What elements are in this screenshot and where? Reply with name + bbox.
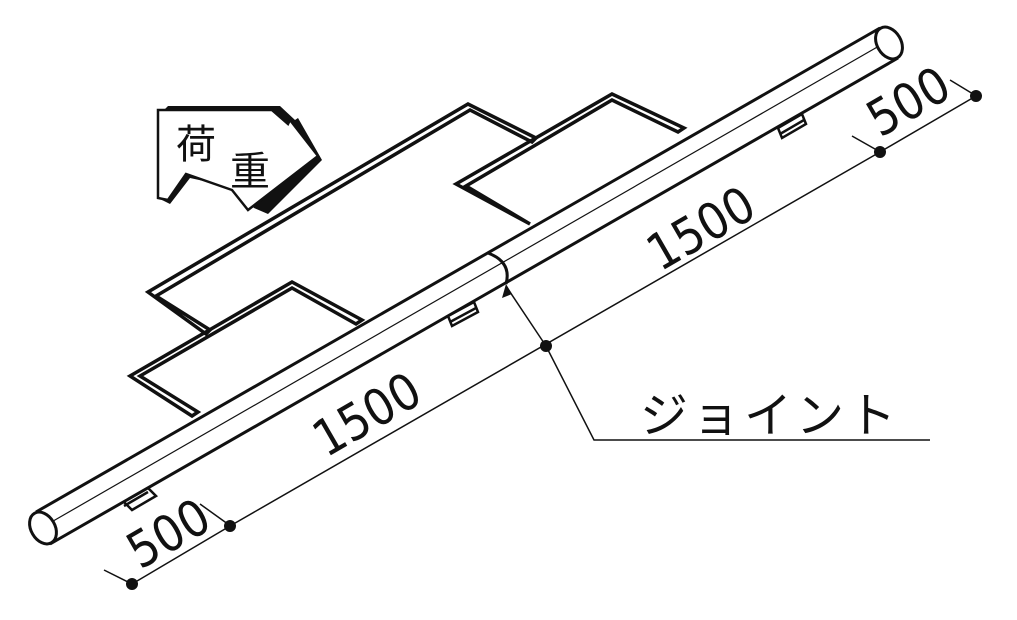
dimension-dots (126, 90, 982, 590)
upper-tread (126, 92, 688, 419)
dim-dot-right (874, 146, 886, 158)
dim-dot-left-end (126, 578, 138, 590)
joint-label: ジョイント (640, 388, 900, 444)
dim-dot-joint (540, 340, 552, 352)
load-arrow (156, 106, 322, 214)
joint-mark (487, 251, 509, 285)
joint-arrow-tip (502, 284, 512, 298)
dim-dot-right-end (970, 90, 982, 102)
load-label-char2: 重 (230, 149, 270, 195)
load-label-char1: 荷 (176, 122, 216, 168)
dim-dot-left (224, 520, 236, 532)
handrail-pipe (28, 25, 904, 546)
